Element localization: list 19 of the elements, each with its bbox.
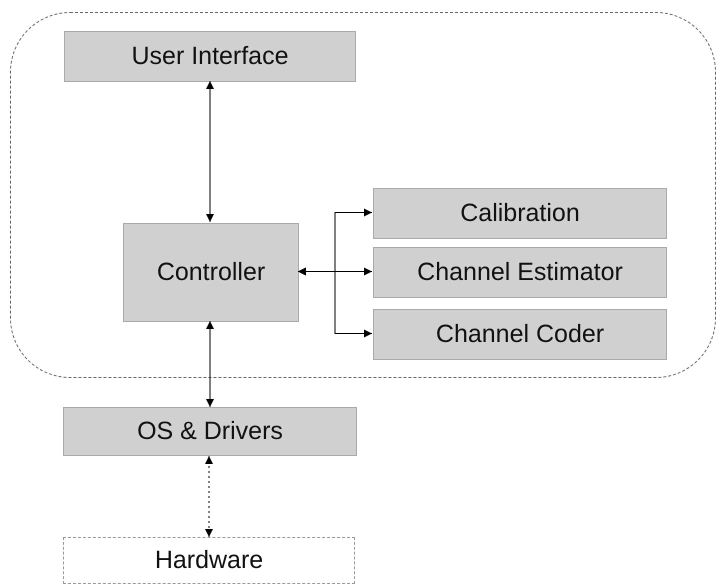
process-box — [373, 188, 667, 239]
process-box — [63, 407, 357, 456]
dashed-region — [10, 12, 716, 378]
box-label: Channel Coder — [436, 318, 604, 350]
box-label: Controller — [156, 256, 266, 288]
arrow — [205, 456, 213, 538]
arrow — [206, 80, 214, 222]
box-label: User Interface — [131, 40, 288, 72]
box-label: OS & Drivers — [137, 416, 283, 447]
arrow — [206, 320, 214, 408]
process-box — [64, 31, 356, 82]
box-label: Calibration — [460, 198, 580, 229]
box-label: Channel Estimator — [417, 256, 623, 288]
process-box — [373, 309, 667, 360]
process-box — [123, 223, 299, 322]
process-box — [373, 247, 667, 298]
arrow — [298, 268, 372, 338]
dashed-box — [63, 537, 355, 584]
box-label: Hardware — [154, 544, 264, 576]
